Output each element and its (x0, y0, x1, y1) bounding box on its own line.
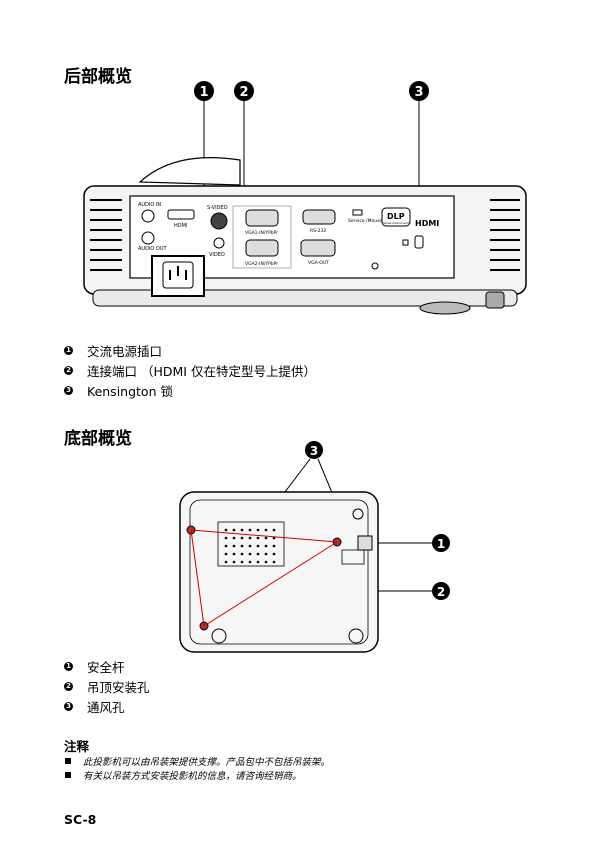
svg-text:HDMI: HDMI (415, 219, 439, 228)
item-label: Kensington 锁 (87, 383, 173, 399)
item-number: 2 (64, 365, 73, 375)
svg-text:VGA1-IN/YPbPr: VGA1-IN/YPbPr (245, 230, 278, 236)
item-label: 安全杆 (87, 659, 125, 675)
page-number: SC-8 (64, 812, 97, 827)
bottom-view-illustration: 3 1 2 (179, 441, 450, 653)
list-item: 3 通风孔 (64, 696, 150, 716)
item-label: 交流电源插口 (87, 343, 163, 359)
item-label: 连接端口 （HDMI 仅在特定型号上提供） (87, 363, 316, 379)
note-item: 有关以吊装方式安装投影机的信息，请咨询经销商。 (64, 768, 330, 782)
svg-text:3: 3 (414, 85, 423, 100)
note-text: 此投影机可以由吊装架提供支撑。产品包中不包括吊装架。 (83, 757, 331, 768)
item-label: 通风孔 (87, 699, 125, 715)
rear-view-illustration: 1 2 3 AUDIO IN AUDIO OUT HDMI S-VIDEO VI… (83, 81, 527, 315)
svg-text:3: 3 (310, 444, 318, 458)
svg-text:VIDEO: VIDEO (209, 252, 225, 258)
svg-text:Service /Mouse: Service /Mouse (348, 218, 382, 224)
bottom-overview-title: 底部概览 (64, 429, 132, 449)
bottom-callout-3: 3 (305, 441, 323, 459)
note-title: 注释 (64, 739, 90, 754)
item-label: 吊顶安装孔 (87, 679, 150, 695)
svg-text:1: 1 (437, 537, 445, 551)
note-item: 此投影机可以由吊装架提供支撑。产品包中不包括吊装架。 (64, 754, 330, 768)
list-item: 2 吊顶安装孔 (64, 676, 150, 696)
svg-text:AUDIO IN: AUDIO IN (138, 202, 161, 208)
rear-callout-1: 1 (194, 81, 214, 101)
item-number: 1 (64, 661, 73, 671)
bullet-square-icon (65, 758, 71, 764)
item-number: 2 (64, 681, 73, 691)
note-list: 此投影机可以由吊装架提供支撑。产品包中不包括吊装架。 有关以吊装方式安装投影机的… (64, 754, 330, 782)
item-number: 3 (64, 385, 73, 395)
svg-text:AUDIO OUT: AUDIO OUT (138, 246, 168, 252)
item-number: 1 (64, 345, 73, 355)
bottom-items-list: 1 安全杆 2 吊顶安装孔 3 通风孔 (64, 656, 150, 716)
rear-callout-2: 2 (234, 81, 254, 101)
bottom-callout-2: 2 (432, 582, 450, 600)
svg-text:2: 2 (437, 585, 445, 599)
svg-text:1: 1 (199, 85, 208, 100)
bullet-square-icon (65, 772, 71, 778)
rear-items-list: 1 交流电源插口 2 连接端口 （HDMI 仅在特定型号上提供） 3 Kensi… (64, 340, 316, 400)
svg-text:DLP: DLP (387, 212, 405, 221)
rear-callout-3: 3 (409, 81, 429, 101)
bottom-callout-1: 1 (432, 534, 450, 552)
svg-text:VGA2-IN/YPbPr: VGA2-IN/YPbPr (245, 261, 278, 267)
svg-text:2: 2 (239, 85, 248, 100)
svg-text:S-VIDEO: S-VIDEO (207, 205, 228, 211)
list-item: 1 安全杆 (64, 656, 150, 676)
list-item: 3 Kensington 锁 (64, 380, 316, 400)
svg-text:Texas Instruments: Texas Instruments (382, 221, 411, 225)
list-item: 1 交流电源插口 (64, 340, 316, 360)
note-text: 有关以吊装方式安装投影机的信息，请咨询经销商。 (83, 771, 302, 782)
svg-text:VGA-OUT: VGA-OUT (308, 260, 329, 266)
svg-text:HDMI: HDMI (174, 223, 187, 229)
item-number: 3 (64, 701, 73, 711)
rear-overview-title: 后部概览 (64, 67, 132, 87)
svg-text:RS-232: RS-232 (310, 228, 326, 234)
list-item: 2 连接端口 （HDMI 仅在特定型号上提供） (64, 360, 316, 380)
